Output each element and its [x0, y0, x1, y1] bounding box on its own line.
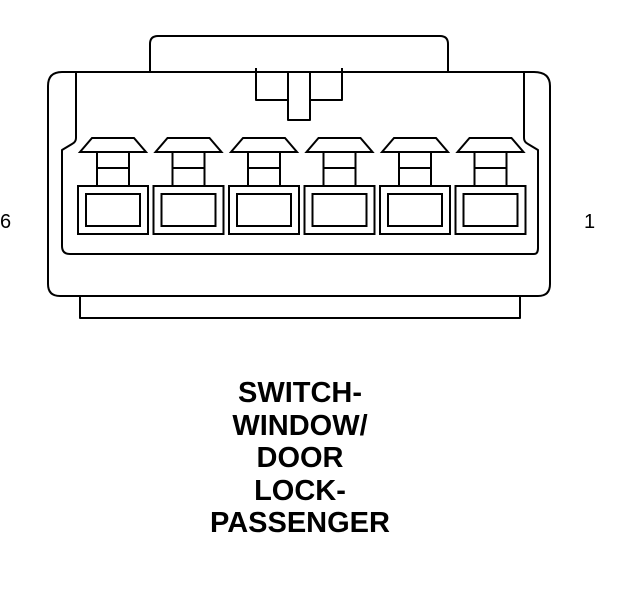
terminal-cavity: [152, 137, 225, 235]
terminal-cavity: [454, 137, 527, 235]
pin-1-label: 1: [584, 211, 596, 233]
caption-line: DOOR: [256, 442, 344, 475]
caption-line: LOCK-: [254, 474, 346, 507]
connector-caption: SWITCH- WINDOW/ DOOR LOCK- PASSENGER: [0, 377, 600, 540]
connector-top-tab: [149, 35, 449, 72]
terminal-cavity: [303, 137, 376, 235]
connector-key: [255, 68, 343, 121]
connector-cavity-shell: [61, 72, 539, 255]
pin-6-label: 6: [0, 211, 12, 233]
connector-bottom-ledge: [79, 296, 521, 319]
caption-line: WINDOW/: [232, 409, 368, 442]
terminal-cavity: [379, 137, 451, 235]
terminal-cavity: [228, 137, 300, 235]
terminal-cavity: [77, 137, 149, 235]
caption-line: PASSENGER: [210, 507, 390, 540]
connector-housing: [47, 71, 551, 297]
caption-line: SWITCH-: [237, 377, 363, 409]
